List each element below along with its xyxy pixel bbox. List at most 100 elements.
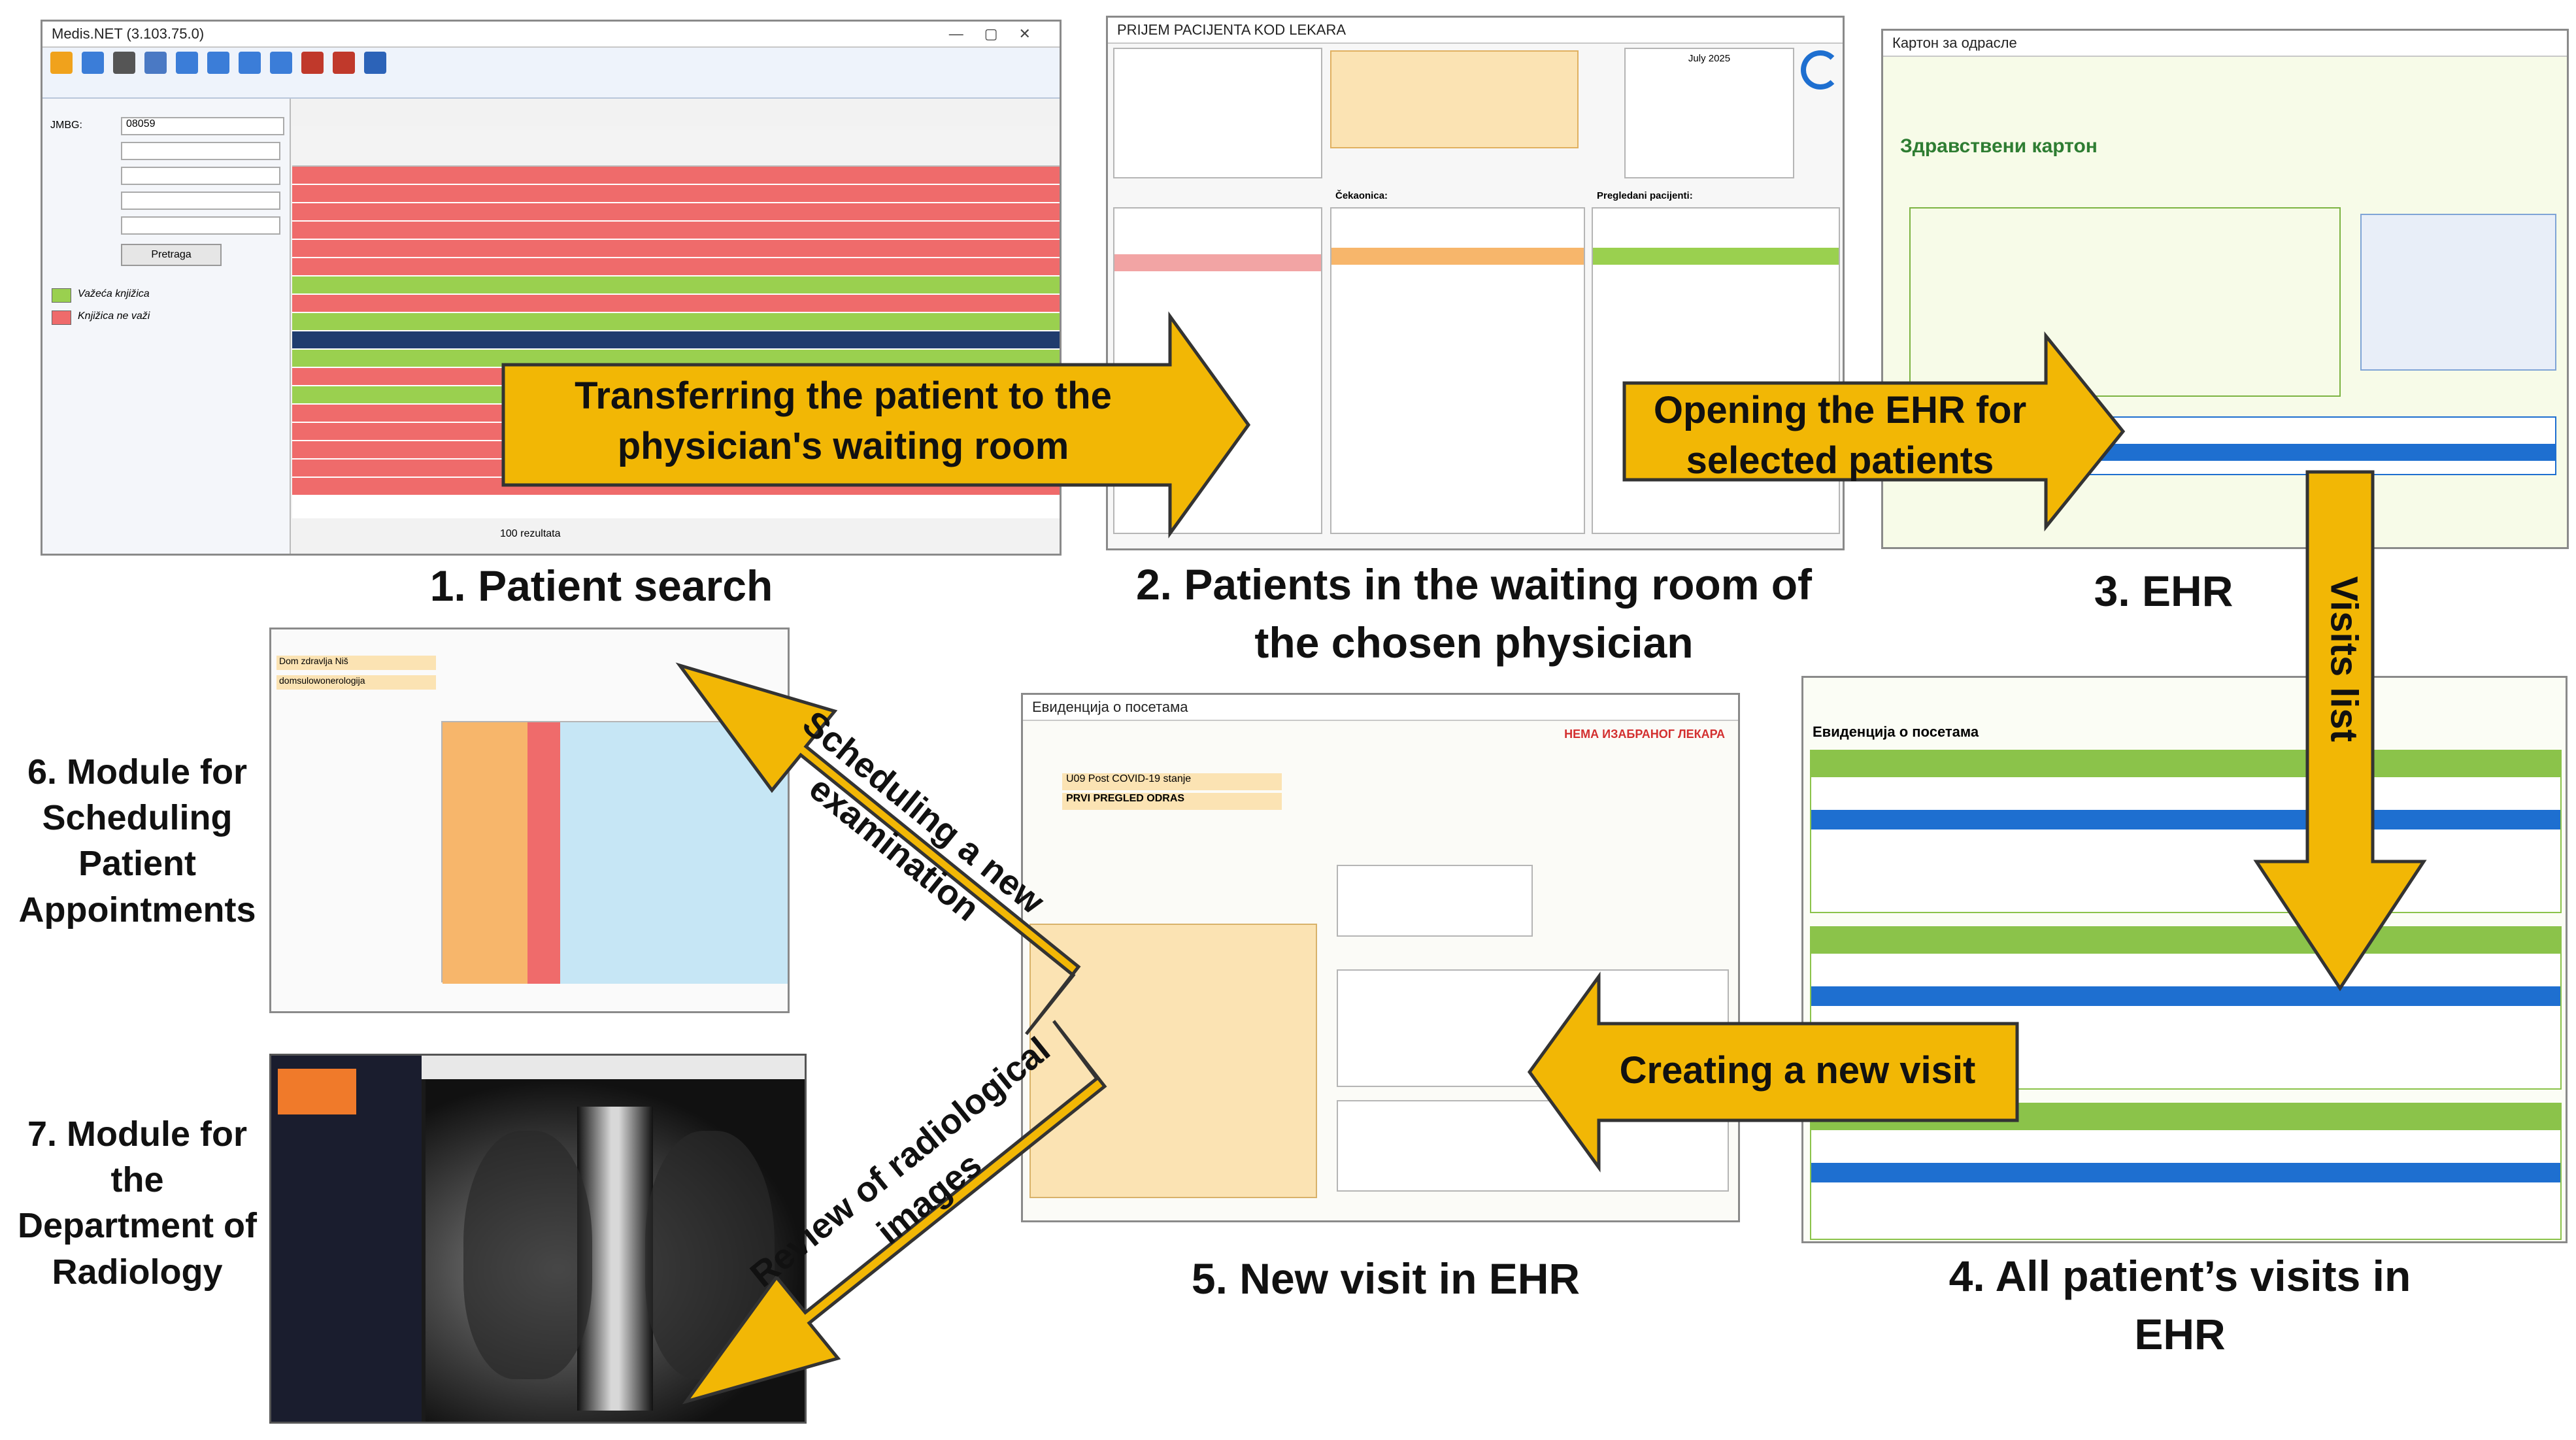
eupis-icon	[239, 52, 261, 74]
table-row[interactable]	[292, 167, 1060, 184]
no-doctor-warning: НЕМА ИЗАБРАНОГ ЛЕКАРА	[1564, 728, 1725, 741]
radiology-sidebar	[271, 1056, 422, 1422]
valid-card-swatch	[52, 288, 71, 303]
patient-label	[278, 1069, 356, 1114]
legend-invalid-label: Knjižica ne važi	[78, 310, 150, 322]
toolbar-paths[interactable]	[176, 52, 198, 93]
caption-step6: 6. Module for Scheduling Patient Appoint…	[7, 749, 268, 933]
table-row-selected[interactable]	[1811, 810, 2560, 829]
arrow-open-ehr-text: Opening the EHR for selected patients	[1631, 386, 2049, 486]
unavailable-slots[interactable]	[527, 722, 560, 984]
toolbar-portal[interactable]	[301, 52, 324, 93]
results-table-header	[292, 126, 1060, 167]
table-row[interactable]	[1114, 254, 1321, 271]
calendar-panel: July 2025	[1624, 48, 1794, 178]
institution-field[interactable]: Dom zdravlja Niš	[276, 656, 436, 670]
legend-valid-label: Važeća knjižica	[78, 288, 150, 299]
table-row[interactable]	[292, 185, 1060, 202]
ehr-heading: Здравствени картон	[1900, 135, 2098, 157]
invalid-card-swatch	[52, 310, 71, 325]
table-row[interactable]	[292, 313, 1060, 330]
window-title: Medis.NET (3.103.75.0) —▢✕	[42, 22, 1060, 48]
table-row-selected[interactable]	[1811, 986, 2560, 1006]
caption-step4-line1: 4. All patient’s visits in	[1949, 1252, 2411, 1300]
toolbar-reception[interactable]	[50, 52, 73, 93]
arrow-radiology	[682, 1020, 1107, 1405]
diagnosis-field[interactable]: U09 Post COVID-19 stanje	[1062, 773, 1282, 790]
arrow-transfer-line2: physician's waiting room	[617, 424, 1069, 467]
service-field[interactable]: PRVI PREGLED ODRAS	[1062, 793, 1282, 810]
table-row[interactable]	[292, 203, 1060, 220]
caption-step4-line2: EHR	[2134, 1310, 2226, 1359]
table-row[interactable]	[292, 222, 1060, 239]
table-row[interactable]	[292, 295, 1060, 312]
patient-info-panel	[1330, 50, 1579, 148]
toolbar-lab[interactable]	[144, 52, 167, 93]
referral-icon	[270, 52, 292, 74]
arrow-create-visit	[1527, 971, 2019, 1173]
window-title: PRIJEM PACIJENTA KOD LEKARA	[1108, 18, 1843, 44]
window-title-text: Евиденција о посетама	[1032, 699, 1188, 715]
radiology-toolbar	[422, 1056, 805, 1079]
lab-icon	[144, 52, 167, 74]
search-button[interactable]: Pretraga	[121, 244, 222, 266]
caption-step2: 2. Patients in the waiting room of the c…	[1072, 556, 1876, 672]
caption-step5: 5. New visit in EHR	[1191, 1254, 1581, 1303]
window-title-text: PRIJEM PACIJENTA KOD LEKARA	[1117, 22, 1347, 38]
pill-icon	[333, 52, 355, 74]
screenshot-scheduling: Dom zdravlja Niš domsulowonerologija	[269, 628, 790, 1013]
arrow-transfer-line1: Transferring the patient to the	[575, 375, 1112, 417]
reception-icon	[50, 52, 73, 74]
search-panel: JMBG: 08059 Pretraga Važeća knjižica Knj…	[42, 99, 291, 554]
waiting-room-panel: Čekaonica:	[1330, 190, 1585, 534]
window-title: Картон за одрасле	[1883, 31, 2567, 57]
invoice-icon	[82, 52, 104, 74]
toolbar-eupis[interactable]	[239, 52, 261, 93]
table-row-selected[interactable]	[1811, 1163, 2560, 1182]
portal-icon	[301, 52, 324, 74]
table-row[interactable]	[292, 258, 1060, 275]
toolbar-emedit[interactable]	[333, 52, 355, 93]
patient-queue-panel	[1113, 48, 1322, 178]
caption-step6-line4: Appointments	[18, 890, 256, 929]
report-icon	[113, 52, 135, 74]
arrow-transfer	[501, 311, 1251, 539]
visit-block-header	[1811, 928, 2560, 954]
free-slots[interactable]	[560, 722, 788, 984]
caption-step7-line3: Department of	[17, 1206, 258, 1246]
table-row[interactable]	[1593, 248, 1839, 265]
specialization-field[interactable]: domsulowonerologija	[276, 675, 436, 690]
window-controls[interactable]: —▢✕	[948, 25, 1052, 42]
arrow-visits-list-text: Visits list	[2322, 576, 2366, 743]
jmbg-input[interactable]: 08059	[121, 117, 284, 135]
visit-block	[1810, 750, 2562, 913]
main-toolbar	[42, 48, 1060, 99]
toolbar-uputi[interactable]	[270, 52, 292, 93]
insurance-panel	[2360, 214, 2556, 371]
xray-lung-left	[463, 1131, 593, 1380]
caption-step2-line1: 2. Patients in the waiting room of	[1135, 560, 1813, 609]
toolbar-invoices[interactable]	[82, 52, 104, 93]
caption-step6-line2: Scheduling	[42, 798, 233, 838]
last-name-input[interactable]	[121, 216, 280, 235]
caption-step7-line4: Radiology	[52, 1252, 223, 1292]
immunization-icon	[207, 52, 229, 74]
appointment-grid	[441, 721, 788, 984]
toolbar-immunization[interactable]	[207, 52, 229, 93]
table-row[interactable]	[292, 276, 1060, 293]
toolbar-about[interactable]	[364, 52, 386, 93]
caption-step1: 1. Patient search	[429, 561, 773, 610]
refresh-icon[interactable]	[1801, 50, 1840, 90]
table-row[interactable]	[1331, 248, 1584, 265]
table-row-selected[interactable]	[292, 331, 1060, 348]
jmbg-label: JMBG:	[50, 120, 82, 131]
table-row[interactable]	[292, 240, 1060, 257]
booked-slots[interactable]	[443, 722, 527, 984]
caption-step7-line2: the	[110, 1160, 164, 1200]
window-title-text: Medis.NET (3.103.75.0)	[52, 25, 205, 42]
toolbar-reports[interactable]	[113, 52, 135, 93]
lbo-input[interactable]	[121, 167, 280, 185]
first-name-input[interactable]	[121, 192, 280, 210]
card-number-input[interactable]	[121, 142, 280, 160]
